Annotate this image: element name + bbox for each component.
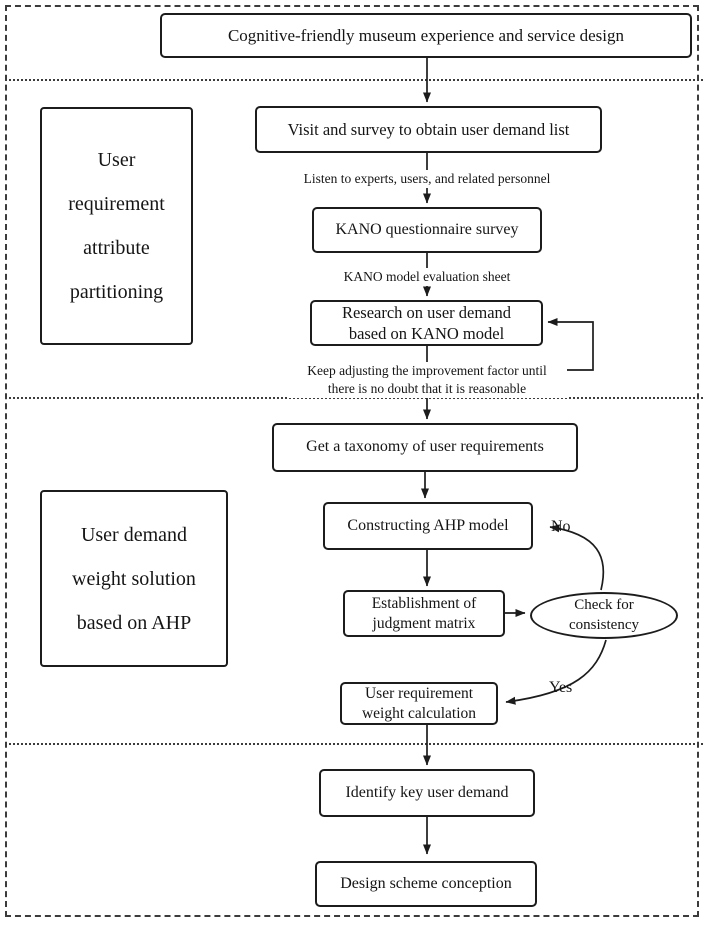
edge-label-keep-adjusting-line2: there is no doubt that it is reasonable (327, 381, 527, 397)
node-visit-survey-label: Visit and survey to obtain user demand l… (287, 119, 570, 139)
node-research-kano-line1: Research on user demand (341, 302, 512, 322)
curve-yes-to-weight (505, 639, 607, 705)
node-visit-survey: Visit and survey to obtain user demand l… (255, 106, 602, 153)
node-weight-calculation: User requirement weight calculation (340, 682, 498, 725)
curve-no-to-ahp (549, 524, 605, 591)
node-research-kano: Research on user demand based on KANO mo… (310, 300, 543, 346)
side-label-line: partitioning (69, 281, 164, 303)
edge-label-keep-adjusting-line1: Keep adjusting the improvement factor un… (307, 363, 547, 378)
side-label-line: User demand (80, 523, 188, 546)
section-divider-3 (5, 743, 703, 745)
edge-label-kano-sheet: KANO model evaluation sheet (327, 268, 527, 287)
node-weight-calculation-line1: User requirement (364, 684, 474, 702)
node-identify-demand-label: Identify key user demand (345, 783, 509, 801)
node-constructing-ahp-label: Constructing AHP model (347, 516, 509, 534)
decision-check-consistency-line1: Check for (574, 597, 634, 613)
side-label-weight-solution: User demand weight solution based on AHP (40, 490, 228, 667)
node-constructing-ahp: Constructing AHP model (323, 502, 533, 550)
branch-label-yes: Yes (549, 679, 573, 696)
node-design-conception: Design scheme conception (315, 861, 537, 907)
node-judgment-matrix-line1: Establishment of (371, 594, 477, 612)
node-judgment-matrix: Establishment of judgment matrix (343, 590, 505, 637)
section-divider-1 (5, 79, 703, 81)
side-label-line: User (97, 149, 136, 171)
side-label-line: requirement (68, 193, 165, 215)
node-judgment-matrix-line2: judgment matrix (372, 614, 476, 632)
side-label-line: weight solution (72, 567, 196, 590)
side-label-requirement-partitioning: User requirement attribute partitioning (40, 107, 193, 345)
branch-label-no: No (551, 518, 571, 535)
decision-check-consistency: Check for consistency (530, 592, 678, 639)
node-design-conception-label: Design scheme conception (340, 874, 512, 892)
decision-check-consistency-line2: consistency (569, 616, 639, 633)
node-title-label: Cognitive-friendly museum experience and… (227, 25, 625, 45)
node-kano-survey-label: KANO questionnaire survey (335, 220, 519, 238)
side-label-line: based on AHP (76, 611, 192, 634)
node-taxonomy-label: Get a taxonomy of user requirements (306, 438, 544, 456)
node-taxonomy: Get a taxonomy of user requirements (272, 423, 578, 472)
side-label-line: attribute (83, 237, 150, 259)
node-research-kano-line2: based on KANO model (348, 324, 505, 343)
node-weight-calculation-line2: weight calculation (361, 704, 477, 722)
node-identify-demand: Identify key user demand (319, 769, 535, 817)
edge-label-keep-adjusting: Keep adjusting the improvement factor un… (287, 362, 567, 399)
node-kano-survey: KANO questionnaire survey (312, 207, 542, 253)
edge-label-listen: Listen to experts, users, and related pe… (267, 170, 587, 189)
node-title: Cognitive-friendly museum experience and… (160, 13, 692, 58)
feedback-loop-research (547, 318, 594, 371)
